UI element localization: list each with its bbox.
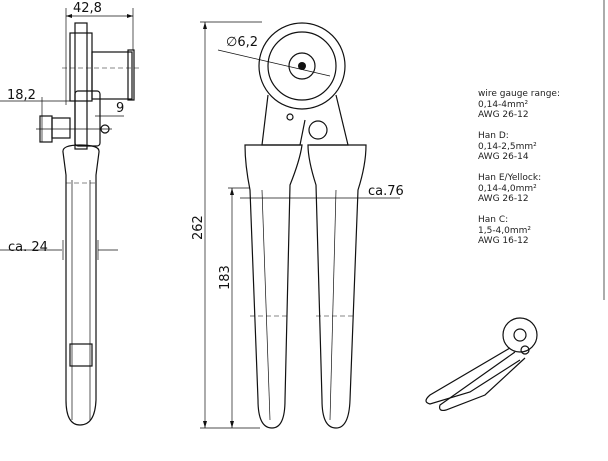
spec-range: 0,14-2,5mm² — [478, 141, 537, 152]
spec-range: 0,14-4,0mm² — [478, 183, 537, 194]
wire-gauge-specs: wire gauge range: 0,14-4mm² AWG 26-12 Ha… — [478, 89, 560, 257]
dim-handle-spread: ca.76 — [368, 184, 404, 199]
dim-die-diameter: ∅6,2 — [226, 35, 258, 50]
spec-group-general: wire gauge range: 0,14-4mm² AWG 26-12 — [478, 89, 560, 121]
dim-handle-length: 183 — [218, 265, 233, 290]
dim-handle-width: ca. 24 — [8, 240, 48, 255]
spec-range: 1,5-4,0mm² — [478, 225, 532, 236]
dim-offset-side: 18,2 — [7, 88, 36, 103]
spec-title: wire gauge range: — [478, 89, 561, 99]
spec-title: Han E/Yellock: — [478, 173, 542, 183]
spec-awg: AWG 26-12 — [478, 194, 529, 204]
dim-width-side: 42,8 — [73, 1, 102, 16]
front-view: ca.76 ∅6,2 262 183 — [191, 21, 404, 429]
dim-knob: 9 — [116, 101, 124, 116]
spec-awg: AWG 26-14 — [478, 152, 529, 162]
spec-group-han-c: Han C: 1,5-4,0mm² AWG 16-12 — [478, 215, 560, 247]
spec-range: 0,14-4mm² — [478, 99, 529, 110]
spec-awg: AWG 26-12 — [478, 110, 529, 120]
side-view: ca. 24 42,8 18,2 9 — [0, 1, 140, 426]
dim-total-length: 262 — [191, 215, 206, 240]
spec-awg: AWG 16-12 — [478, 236, 529, 246]
spec-title: Han D: — [478, 131, 509, 141]
spec-group-han-e: Han E/Yellock: 0,14-4,0mm² AWG 26-12 — [478, 173, 560, 205]
spec-title: Han C: — [478, 215, 509, 225]
isometric-view — [425, 317, 538, 412]
spec-group-han-d: Han D: 0,14-2,5mm² AWG 26-14 — [478, 131, 560, 163]
